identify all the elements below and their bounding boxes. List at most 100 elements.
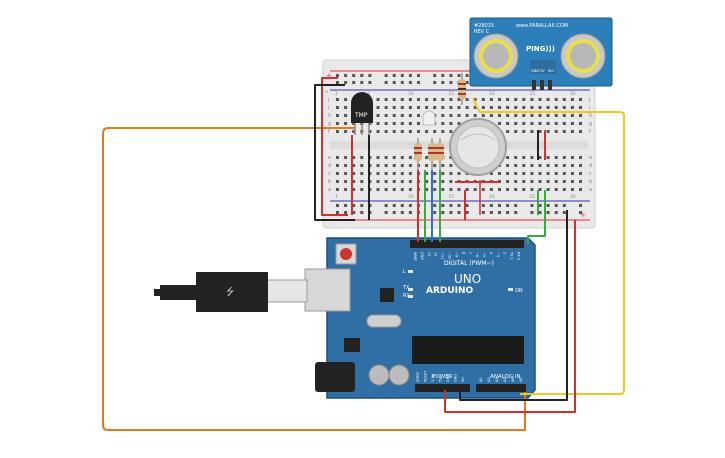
- breadboard-hole[interactable]: [433, 180, 437, 183]
- breadboard-hole[interactable]: [384, 156, 388, 159]
- breadboard-hole[interactable]: [562, 114, 566, 117]
- rail-hole[interactable]: [336, 81, 339, 84]
- breadboard-hole[interactable]: [506, 156, 510, 159]
- breadboard-hole[interactable]: [570, 156, 574, 159]
- breadboard-hole[interactable]: [336, 130, 339, 133]
- breadboard-hole[interactable]: [554, 180, 558, 183]
- breadboard-hole[interactable]: [425, 164, 429, 167]
- breadboard-hole[interactable]: [514, 188, 518, 191]
- breadboard-hole[interactable]: [417, 114, 420, 117]
- breadboard-hole[interactable]: [473, 188, 477, 191]
- breadboard-hole[interactable]: [514, 98, 518, 101]
- breadboard-hole[interactable]: [489, 188, 493, 191]
- breadboard-hole[interactable]: [465, 188, 469, 191]
- rail-hole[interactable]: [554, 204, 558, 207]
- breadboard-hole[interactable]: [384, 130, 388, 133]
- breadboard-hole[interactable]: [579, 98, 582, 101]
- breadboard-hole[interactable]: [384, 188, 388, 191]
- breadboard-hole[interactable]: [392, 122, 396, 125]
- breadboard-hole[interactable]: [554, 172, 558, 175]
- breadboard-hole[interactable]: [449, 172, 453, 175]
- rail-hole[interactable]: [506, 211, 510, 214]
- breadboard-hole[interactable]: [538, 98, 542, 101]
- breadboard-hole[interactable]: [481, 106, 485, 109]
- rail-hole[interactable]: [538, 211, 542, 214]
- breadboard-hole[interactable]: [489, 106, 493, 109]
- breadboard-hole[interactable]: [336, 122, 339, 125]
- rail-hole[interactable]: [384, 204, 388, 207]
- breadboard-hole[interactable]: [514, 122, 518, 125]
- breadboard-hole[interactable]: [344, 164, 348, 167]
- rail-hole[interactable]: [449, 74, 453, 77]
- breadboard-hole[interactable]: [433, 172, 437, 175]
- rail-hole[interactable]: [441, 74, 445, 77]
- breadboard-hole[interactable]: [344, 172, 348, 175]
- rail-hole[interactable]: [433, 204, 437, 207]
- wire-green-d2[interactable]: [527, 190, 546, 244]
- breadboard-hole[interactable]: [441, 106, 445, 109]
- rail-hole[interactable]: [465, 81, 469, 84]
- breadboard-hole[interactable]: [522, 188, 526, 191]
- breadboard-hole[interactable]: [514, 156, 518, 159]
- rail-hole[interactable]: [392, 204, 396, 207]
- breadboard-hole[interactable]: [441, 180, 445, 183]
- breadboard-hole[interactable]: [336, 98, 339, 101]
- rail-hole[interactable]: [579, 204, 582, 207]
- breadboard-hole[interactable]: [522, 98, 526, 101]
- breadboard-hole[interactable]: [514, 172, 518, 175]
- breadboard-hole[interactable]: [400, 156, 404, 159]
- breadboard-hole[interactable]: [352, 164, 356, 167]
- breadboard-hole[interactable]: [530, 130, 534, 133]
- rail-hole[interactable]: [538, 204, 542, 207]
- breadboard-hole[interactable]: [579, 156, 582, 159]
- resistor-top[interactable]: [458, 73, 466, 105]
- breadboard-hole[interactable]: [449, 188, 453, 191]
- breadboard-hole[interactable]: [449, 130, 453, 133]
- sensor-pin-5v[interactable]: [540, 80, 544, 90]
- breadboard-hole[interactable]: [384, 106, 388, 109]
- breadboard-hole[interactable]: [498, 98, 501, 101]
- breadboard-hole[interactable]: [400, 180, 404, 183]
- breadboard-hole[interactable]: [376, 130, 380, 133]
- sensor-pin-gnd[interactable]: [532, 80, 536, 90]
- breadboard-hole[interactable]: [538, 122, 542, 125]
- breadboard-hole[interactable]: [554, 164, 558, 167]
- breadboard-hole[interactable]: [481, 98, 485, 101]
- rail-hole[interactable]: [506, 204, 510, 207]
- rail-hole[interactable]: [417, 81, 420, 84]
- breadboard-hole[interactable]: [352, 122, 356, 125]
- breadboard-hole[interactable]: [506, 180, 510, 183]
- rail-hole[interactable]: [392, 81, 396, 84]
- breadboard-hole[interactable]: [433, 130, 437, 133]
- rail-hole[interactable]: [489, 211, 493, 214]
- breadboard-hole[interactable]: [376, 156, 380, 159]
- breadboard-hole[interactable]: [441, 188, 445, 191]
- breadboard-hole[interactable]: [425, 188, 429, 191]
- breadboard-hole[interactable]: [481, 114, 485, 117]
- breadboard-hole[interactable]: [441, 172, 445, 175]
- rail-hole[interactable]: [408, 81, 412, 84]
- breadboard-hole[interactable]: [344, 188, 348, 191]
- breadboard-hole[interactable]: [392, 130, 396, 133]
- breadboard-hole[interactable]: [570, 106, 574, 109]
- rail-hole[interactable]: [352, 74, 356, 77]
- rail-hole[interactable]: [336, 74, 339, 77]
- breadboard-hole[interactable]: [441, 114, 445, 117]
- rail-hole[interactable]: [336, 204, 339, 207]
- breadboard-hole[interactable]: [376, 188, 380, 191]
- resistor-1[interactable]: [414, 138, 422, 170]
- breadboard-hole[interactable]: [546, 188, 550, 191]
- breadboard-hole[interactable]: [579, 114, 582, 117]
- digital-header[interactable]: [410, 240, 524, 248]
- breadboard-hole[interactable]: [441, 130, 445, 133]
- breadboard-hole[interactable]: [400, 172, 404, 175]
- breadboard-hole[interactable]: [562, 188, 566, 191]
- breadboard-hole[interactable]: [408, 106, 412, 109]
- rail-hole[interactable]: [368, 74, 372, 77]
- wire-yellow-sig[interactable]: [472, 97, 625, 395]
- rail-hole[interactable]: [344, 204, 348, 207]
- breadboard-hole[interactable]: [392, 106, 396, 109]
- breadboard-hole[interactable]: [522, 130, 526, 133]
- rail-hole[interactable]: [417, 74, 420, 77]
- breadboard-hole[interactable]: [400, 98, 404, 101]
